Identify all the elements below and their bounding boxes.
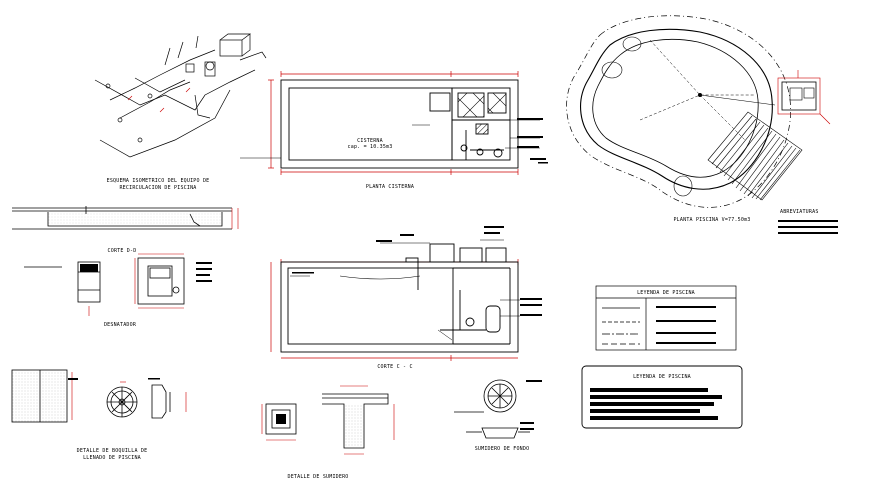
- legend-1-title: LEYENDA DE PISCINA: [637, 290, 695, 296]
- pool-plan-title: PLANTA PISCINA V=77.50m3: [673, 217, 751, 223]
- section-dd: [12, 206, 239, 230]
- fill-nozzle-title: DETALLE DE BOQUILLA DE: [76, 448, 148, 454]
- pool-plan-red-border: [777, 70, 831, 125]
- skimmer-title: DESNATADOR: [103, 322, 137, 328]
- cistern-plan-title: PLANTA CISTERNA: [365, 184, 415, 190]
- section-cc: [270, 226, 542, 361]
- pool-deck-hatch: [707, 111, 803, 201]
- cistern-plan: [240, 71, 548, 175]
- abbreviations-title: ABREVIATURAS: [780, 209, 819, 215]
- isometric-title: ESQUEMA ISOMETRICO DEL EQUIPO DE: [106, 178, 210, 184]
- section-cc-title: CORTE C - C: [377, 364, 413, 370]
- isometric-red-markers: [127, 87, 191, 113]
- abbreviations-block: [778, 220, 838, 234]
- isometric-title-line2: RECIRCULACION DE PISCINA: [119, 185, 197, 191]
- legend-2-title: LEYENDA DE PISCINA: [633, 374, 691, 380]
- pool-plan: [566, 15, 817, 208]
- sump-detail: [261, 385, 395, 455]
- cistern-label: CISTERNA: [357, 138, 383, 144]
- section-dd-title: CORTE D-D: [107, 248, 137, 254]
- bottom-sump-title: SUMIDERO DE FONDO: [474, 446, 530, 452]
- bottom-sump-detail: [454, 379, 542, 439]
- isometric-recirculation-diagram: [94, 33, 267, 158]
- legend-1-text-bars: [656, 306, 716, 344]
- sump-detail-title: DETALLE DE SUMIDERO: [287, 474, 349, 480]
- legend-box-2: [581, 365, 743, 429]
- fill-nozzle-detail: [11, 369, 187, 423]
- skimmer-detail: [24, 253, 212, 316]
- cistern-capacity: cap. = 10.35m3: [347, 144, 393, 150]
- fill-nozzle-title-line2: LLENADO DE PISCINA: [83, 455, 141, 461]
- legend-box-1: [595, 285, 737, 351]
